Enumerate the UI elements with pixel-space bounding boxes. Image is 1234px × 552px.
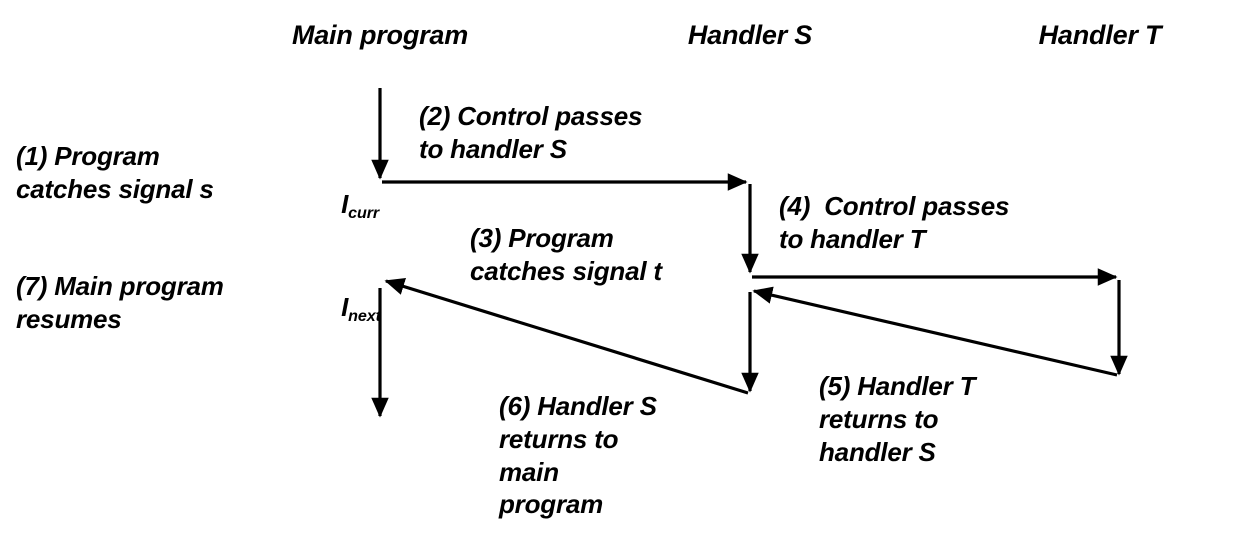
arrow-handler-s-returns-to-main bbox=[384, 278, 749, 395]
marker-i-next-subscript: next bbox=[348, 307, 381, 326]
marker-i-next: Inext bbox=[313, 258, 381, 356]
step-label-4: (4) Control passes to handler T bbox=[779, 191, 1010, 254]
step-label-1: (1) Program catches signal s bbox=[16, 141, 214, 204]
step-label-2: (2) Control passes to handler S bbox=[419, 101, 643, 164]
marker-i-curr-base: I bbox=[341, 188, 349, 219]
column-header-handler-s: Handler S bbox=[687, 20, 813, 50]
step-label-7: (7) Main program resumes bbox=[16, 271, 224, 334]
column-header-handler-t: Handler T bbox=[1038, 20, 1162, 50]
step-label-6: (6) Handler S returns to main program bbox=[499, 391, 657, 520]
marker-i-curr: Icurr bbox=[313, 155, 379, 253]
step-label-5: (5) Handler T returns to handler S bbox=[819, 371, 976, 467]
marker-i-next-base: I bbox=[341, 291, 349, 322]
marker-i-curr-subscript: curr bbox=[348, 204, 380, 223]
step-label-3: (3) Program catches signal t bbox=[470, 223, 662, 286]
column-header-main-program: Main program bbox=[291, 20, 469, 50]
arrow-handler-t-returns-to-handler-s bbox=[752, 286, 1118, 377]
